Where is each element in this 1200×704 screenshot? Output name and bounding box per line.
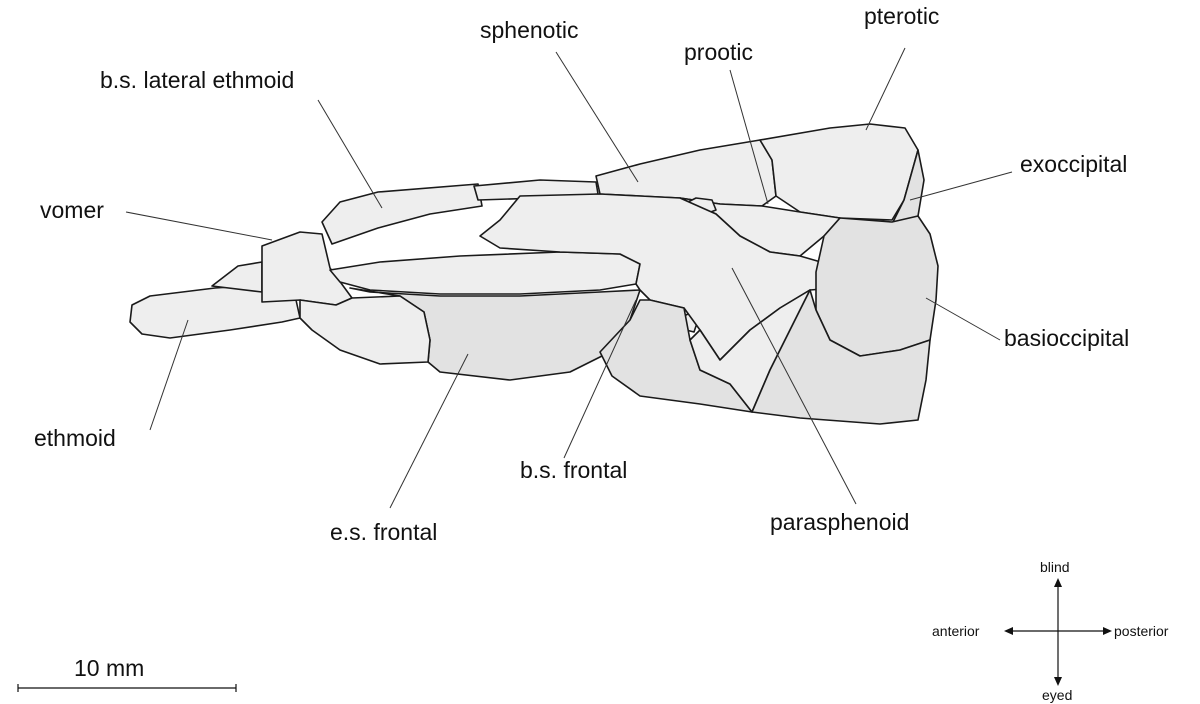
label-basioccipital: basioccipital — [1004, 325, 1129, 351]
leader-basioccipital — [926, 298, 1000, 340]
label-sphenotic: sphenotic — [480, 17, 578, 43]
leader-bs-lateral-ethmoid — [318, 100, 382, 208]
scale-bar: 10 mm — [18, 655, 236, 692]
compass-label-anterior: anterior — [932, 623, 980, 639]
compass-label-posterior: posterior — [1114, 623, 1169, 639]
anterior-small-bone — [212, 262, 262, 292]
leader-es-frontal — [390, 354, 468, 508]
skull-drawing — [130, 124, 938, 424]
label-es-frontal: e.s. frontal — [330, 519, 437, 545]
label-parasphenoid: parasphenoid — [770, 509, 909, 535]
arrow-left-icon — [1004, 627, 1013, 635]
leader-vomer — [126, 212, 272, 240]
arrow-down-icon — [1054, 677, 1062, 686]
scale-bar-label: 10 mm — [74, 655, 144, 681]
central-wing-bone — [330, 252, 640, 294]
compass-label-eyed: eyed — [1042, 687, 1072, 703]
orientation-compass: blind eyed anterior posterior — [932, 559, 1169, 703]
compass-label-blind: blind — [1040, 559, 1070, 575]
label-exoccipital: exoccipital — [1020, 151, 1127, 177]
bs-lateral-ethmoid-bone — [322, 184, 482, 244]
anterior-infill-bone — [300, 296, 430, 364]
label-pterotic: pterotic — [864, 3, 939, 29]
label-prootic: prootic — [684, 39, 753, 65]
basioccipital-bone — [816, 216, 938, 356]
arrow-up-icon — [1054, 578, 1062, 587]
leader-exoccipital — [910, 172, 1012, 200]
leader-sphenotic — [556, 52, 638, 182]
pterotic-bone — [760, 124, 918, 220]
arrow-right-icon — [1103, 627, 1112, 635]
label-bs-frontal: b.s. frontal — [520, 457, 627, 483]
label-vomer: vomer — [40, 197, 104, 223]
leader-pterotic — [866, 48, 905, 130]
label-bs-lateral-ethmoid: b.s. lateral ethmoid — [100, 67, 294, 93]
label-ethmoid: ethmoid — [34, 425, 116, 451]
